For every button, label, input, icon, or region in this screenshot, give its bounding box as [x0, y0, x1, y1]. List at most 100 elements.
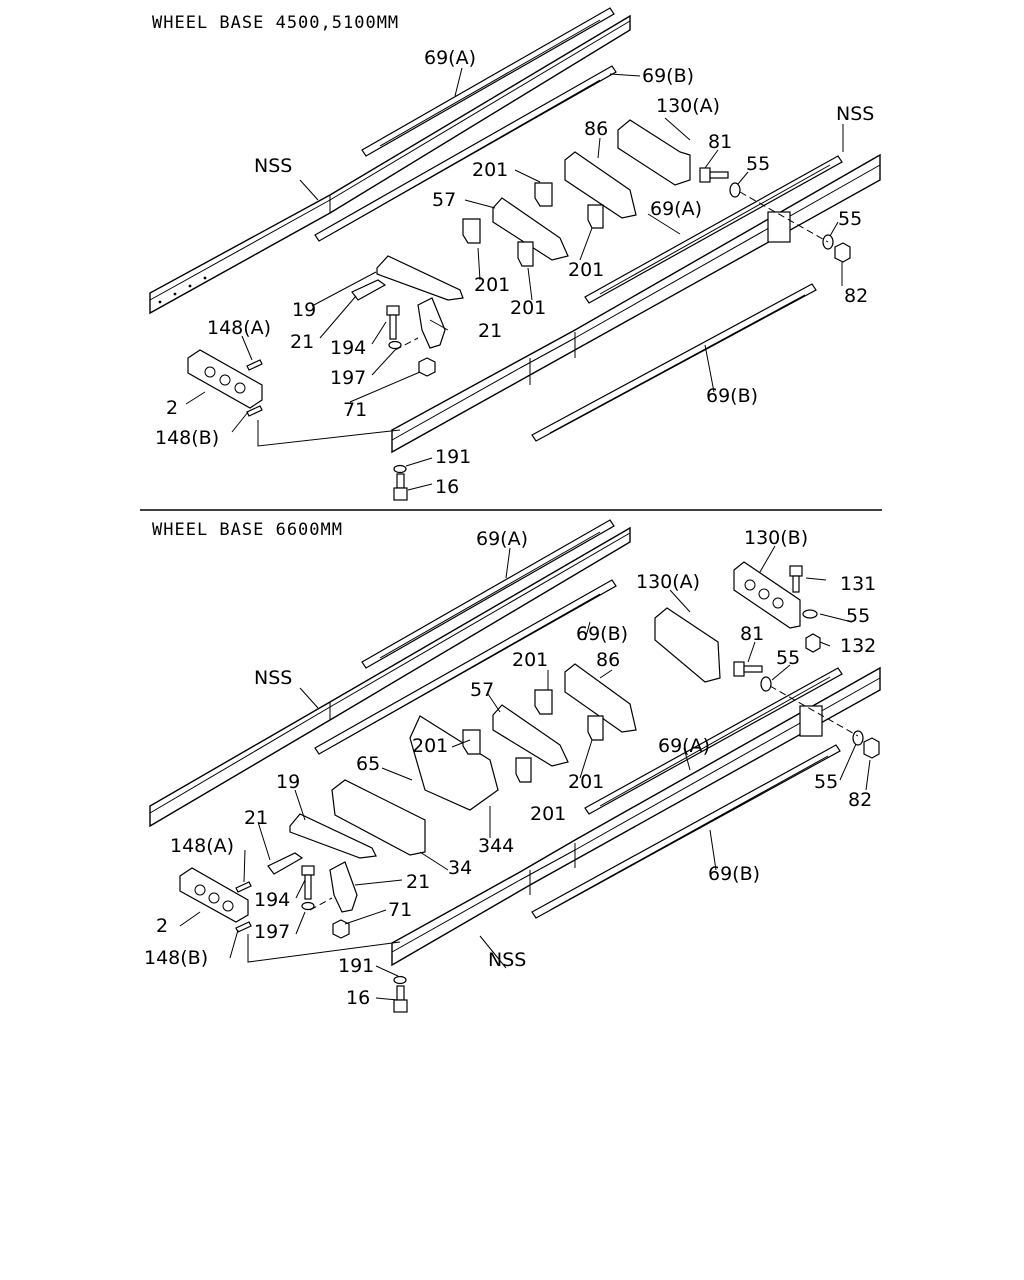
frame-rail-left [149, 14, 631, 315]
rail-bracket [767, 211, 791, 243]
strips [314, 7, 843, 442]
washer-55-c [852, 730, 864, 746]
callout-19: 19 [292, 299, 316, 321]
callout-194: 194 [254, 889, 290, 911]
callout-201-a: 201 [472, 159, 508, 181]
bracket-2 [187, 349, 401, 447]
callout-201-c: 201 [568, 259, 604, 281]
bolt-81 [699, 167, 729, 183]
callout-86: 86 [596, 649, 620, 671]
callout-201-d: 201 [530, 803, 566, 825]
callout-148a: 148(A) [170, 835, 234, 857]
callout-82: 82 [844, 285, 868, 307]
callout-148b: 148(B) [155, 427, 219, 449]
callout-2: 2 [166, 397, 178, 419]
callout-82: 82 [848, 789, 872, 811]
washer-191 [393, 464, 407, 474]
callout-69a-right: 69(A) [650, 198, 702, 220]
strip-69a-top [361, 7, 615, 157]
nut-71 [332, 919, 350, 939]
callout-81: 81 [740, 623, 764, 645]
callout-nss-left: NSS [254, 155, 292, 177]
callout-130a: 130(A) [636, 571, 700, 593]
callout-81: 81 [708, 131, 732, 153]
bolt-194 [301, 865, 315, 900]
crossmember-19 [376, 255, 464, 301]
shim-148b [246, 405, 263, 417]
nut-71 [418, 357, 436, 377]
shim-148a [246, 359, 263, 371]
callout-132: 132 [840, 635, 876, 657]
callout-nss-bottom: NSS [488, 949, 526, 971]
callout-201-b: 201 [474, 274, 510, 296]
crossmember-130b [733, 561, 801, 629]
crossmember-34 [331, 779, 426, 856]
callout-130a: 130(A) [656, 95, 720, 117]
callout-197: 197 [330, 367, 366, 389]
callout-55-b: 55 [776, 647, 800, 669]
callout-131: 131 [840, 573, 876, 595]
callouts: 69(A) 130(B) 131 130(A) 69(B) 55 132 81 … [144, 527, 876, 1009]
crossmember-130a [654, 607, 721, 683]
crossmember-130a [617, 119, 691, 186]
strip-69b-top [314, 65, 617, 242]
bolt-194 [386, 305, 400, 340]
callout-55-c: 55 [814, 771, 838, 793]
callout-201-d: 201 [510, 297, 546, 319]
shim-148a [235, 881, 252, 893]
fasteners [386, 167, 851, 501]
crossmember-86 [564, 663, 637, 733]
callout-55-a: 55 [846, 605, 870, 627]
leader-lines [179, 545, 871, 1001]
brackets-21 [267, 852, 358, 913]
strip-69a-right [584, 667, 843, 815]
callout-86: 86 [584, 118, 608, 140]
callout-191: 191 [435, 446, 471, 468]
washer-191 [393, 975, 407, 985]
callout-71: 71 [388, 899, 412, 921]
washer-55-a [802, 609, 818, 619]
callout-nss-right: NSS [836, 103, 874, 125]
callout-344: 344 [478, 835, 514, 857]
callout-197: 197 [254, 921, 290, 943]
section-title: WHEEL BASE 6600MM [152, 520, 343, 540]
bolt-131 [789, 565, 803, 593]
callout-2: 2 [156, 915, 168, 937]
fasteners [301, 565, 880, 1013]
bolt-81 [733, 661, 763, 677]
crossmember-57 [492, 704, 569, 767]
callout-21-b: 21 [478, 320, 502, 342]
washer-197 [388, 340, 402, 350]
callout-201-b: 201 [412, 735, 448, 757]
section-wheelbase-6600: WHEEL BASE 6600MM [144, 519, 881, 1013]
callout-21-b: 21 [406, 871, 430, 893]
callout-71: 71 [343, 399, 367, 421]
washer-55-a [729, 182, 741, 198]
callout-16: 16 [435, 476, 459, 498]
callout-21-a: 21 [290, 331, 314, 353]
section-wheelbase-4500-5100: WHEEL BASE 4500,5100MM [149, 7, 881, 501]
washer-55-b [760, 676, 772, 692]
callout-201-a: 201 [512, 649, 548, 671]
callout-130b: 130(B) [744, 527, 808, 549]
strip-69a-top [361, 519, 615, 669]
strip-69b-right [531, 283, 817, 442]
brackets-201 [462, 689, 604, 783]
section-title: WHEEL BASE 4500,5100MM [152, 13, 399, 33]
callout-21-a: 21 [244, 807, 268, 829]
crossmember-65 [409, 715, 499, 811]
callout-148b: 148(B) [144, 947, 208, 969]
callout-69a-top: 69(A) [424, 47, 476, 69]
crossmembers [289, 561, 801, 859]
crossmembers [376, 119, 691, 301]
callout-69b-top: 69(B) [642, 65, 694, 87]
strip-69b-right [531, 744, 841, 919]
bracket-2 [179, 867, 401, 963]
crossmember-86 [564, 151, 637, 219]
nut-82 [834, 242, 851, 263]
callout-57: 57 [470, 679, 494, 701]
callout-nss-left: NSS [254, 667, 292, 689]
callout-191: 191 [338, 955, 374, 977]
callout-69b-right: 69(B) [708, 863, 760, 885]
